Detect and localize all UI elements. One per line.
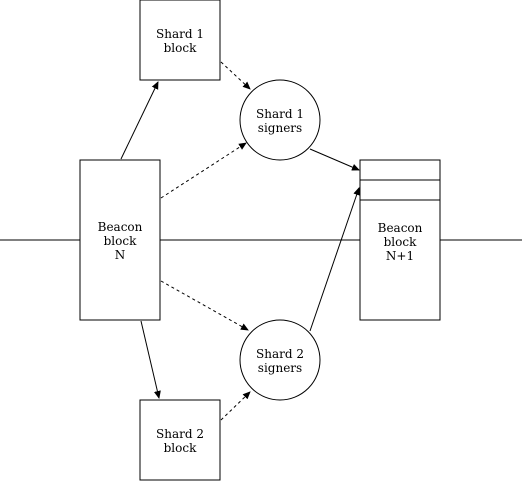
shard1-block-label: Shard 1 block [156, 27, 204, 55]
beacon-block-n1-label: Beacon block N+1 [377, 221, 423, 263]
beacon-block-n-label: Beacon block N [97, 220, 143, 262]
edge-beacon-to-shard2-block [140, 320, 161, 399]
edge-shard2-block-to-signers [220, 391, 251, 421]
edge-shard1-signers-to-beacon-n1 [309, 148, 360, 171]
shard1-block-box [139, 0, 221, 81]
shard2-block-box [139, 399, 221, 481]
shard2-signers-label: Shard 2 signers [256, 347, 304, 375]
shard2-signers-circle [239, 319, 321, 401]
beacon-block-n-box [79, 159, 161, 321]
shard1-signers-label: Shard 1 signers [256, 107, 304, 135]
edge-beacon-to-shard1-signers [160, 142, 247, 199]
edge-shard2-signers-to-beacon-n1 [309, 187, 361, 332]
beacon-block-n1-box [359, 159, 441, 321]
shard1-signers-circle [239, 79, 321, 161]
edge-shard1-block-to-signers [220, 61, 251, 90]
edge-beacon-to-shard1-block [120, 81, 159, 160]
shard2-block-label: Shard 2 block [156, 427, 204, 455]
edge-beacon-to-shard2-signers [160, 280, 249, 331]
